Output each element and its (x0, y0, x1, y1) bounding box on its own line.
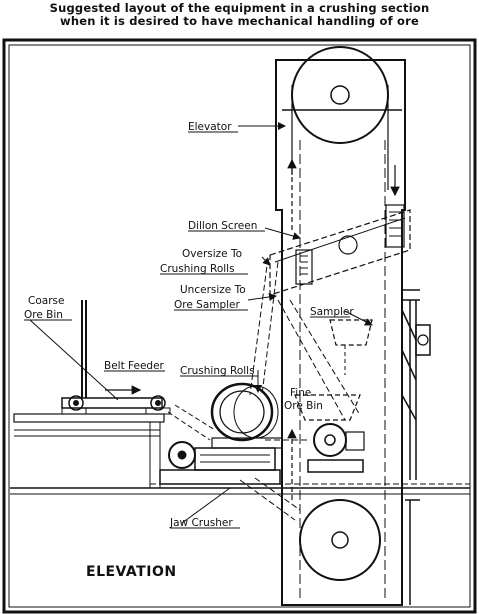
drawing-frame (2, 38, 477, 614)
dillon-screen (269, 204, 411, 296)
belt-feeder (61, 385, 171, 415)
label-dillon-screen: Dillon Screen (188, 220, 257, 232)
label-elevation: ELEVATION (86, 564, 177, 580)
label-crushing-rolls: Crushing Rolls (180, 365, 255, 377)
screen-chutes (249, 257, 361, 421)
label-fine-bin-line2: Ore Bin (284, 400, 323, 412)
label-sampler: Sampler (310, 306, 354, 318)
label-underlines (24, 131, 350, 529)
caption-line-2: when it is desired to have mechanical ha… (60, 14, 419, 28)
label-oversize-line1: Oversize To (182, 248, 242, 260)
sampler (329, 319, 373, 375)
floor-lines (10, 483, 470, 495)
crushing-rolls (210, 382, 283, 449)
caption-line-1: Suggested layout of the equipment in a c… (49, 1, 430, 15)
label-undersize-line1: Uncersize To (180, 284, 246, 296)
elevator-casing (275, 46, 406, 606)
label-coarse-bin-line2: Ore Bin (24, 309, 63, 321)
fine-ore-bin (294, 394, 365, 473)
conveyor-lines (239, 439, 310, 521)
label-elevator: Elevator (188, 121, 232, 133)
coarse-ore-bin (81, 300, 87, 398)
feeder-platform (13, 404, 216, 488)
label-belt-feeder: Belt Feeder (104, 360, 165, 372)
label-oversize-line2: Crushing Rolls (160, 263, 235, 275)
label-fine-bin-line1: Fine (290, 387, 311, 399)
label-undersize-line2: Ore Sampler (174, 299, 241, 311)
label-jaw-crusher: Jaw Crusher (169, 517, 233, 529)
elevator-flow-arrows (287, 158, 400, 500)
jaw-crusher (159, 441, 281, 485)
label-coarse-bin-line1: Coarse (28, 295, 64, 307)
leader-lines (29, 122, 373, 524)
tower-structure (401, 289, 431, 605)
